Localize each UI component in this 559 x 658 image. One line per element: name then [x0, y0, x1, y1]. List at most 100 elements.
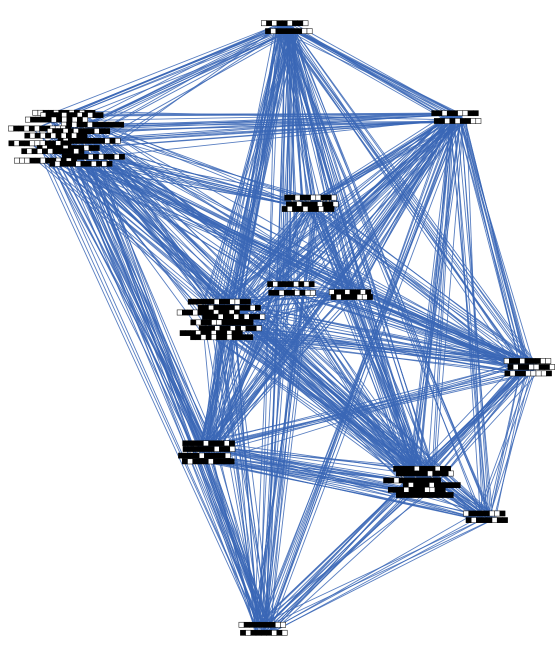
node-cell-empty [259, 313, 266, 320]
node-cell-filled [323, 206, 330, 212]
graph-node[interactable] [21, 148, 85, 155]
node-cell-empty [303, 281, 310, 287]
graph-edge [201, 459, 486, 522]
graph-node[interactable] [507, 364, 555, 370]
node-cell-filled [509, 358, 515, 364]
graph-node[interactable] [284, 194, 337, 201]
node-cell-filled [285, 28, 292, 34]
graph-node[interactable] [433, 118, 482, 124]
graph-node[interactable] [387, 486, 446, 493]
node-cell-filled [94, 138, 100, 144]
graph-node[interactable] [61, 153, 125, 160]
node-cell-filled [97, 112, 104, 118]
node-cell-filled [260, 629, 267, 636]
node-cell-filled [232, 319, 238, 326]
graph-node[interactable] [182, 458, 235, 465]
graph-node[interactable] [238, 621, 286, 628]
graph-node[interactable] [182, 446, 236, 452]
node-cell-filled [404, 477, 410, 484]
node-cell-filled [182, 440, 189, 447]
graph-node[interactable] [281, 206, 335, 212]
node-cell-filled [187, 446, 194, 452]
graph-node[interactable] [285, 201, 339, 208]
graph-node[interactable] [179, 330, 243, 336]
graph-node[interactable] [265, 28, 313, 34]
graph-node[interactable] [57, 138, 121, 144]
node-cell-filled [401, 470, 407, 477]
graph-node[interactable] [190, 334, 254, 341]
node-cell-filled [107, 121, 114, 128]
graph-node[interactable] [178, 452, 231, 459]
graph-node[interactable] [190, 319, 254, 326]
graph-node[interactable] [328, 289, 372, 296]
graph-node[interactable] [182, 440, 235, 447]
graph-node[interactable] [25, 116, 88, 123]
graph-node[interactable] [402, 482, 461, 488]
graph-node[interactable] [187, 298, 251, 305]
graph-node[interactable] [8, 140, 72, 147]
node-cell-filled [203, 298, 210, 305]
graph-node[interactable] [176, 309, 240, 316]
node-cell-empty [40, 157, 46, 164]
node-cell-filled [237, 334, 243, 341]
node-cell-filled [250, 325, 257, 332]
graph-node[interactable] [383, 477, 441, 484]
node-cell-filled [21, 148, 28, 155]
node-cell-empty [40, 132, 46, 139]
node-cell-filled [440, 465, 446, 472]
node-cell-filled [229, 440, 235, 447]
graph-node[interactable] [393, 465, 451, 472]
graph-edge [71, 110, 466, 121]
graph-edge [255, 112, 464, 633]
node-cell-filled [305, 194, 311, 201]
node-cell-filled [452, 110, 458, 117]
graph-edge [293, 32, 525, 374]
graph-node[interactable] [40, 112, 104, 118]
node-cell-filled [228, 458, 235, 465]
graph-node[interactable] [198, 325, 262, 332]
node-cell-filled [55, 132, 62, 139]
graph-node[interactable] [61, 121, 125, 128]
node-cell-filled [393, 465, 399, 472]
graph-node[interactable] [503, 358, 552, 364]
graph-edge [267, 111, 453, 627]
node-cell-filled [52, 148, 59, 155]
node-cell-filled [465, 517, 472, 523]
graph-edge [215, 459, 479, 515]
graph-node[interactable] [330, 294, 373, 300]
graph-edge [417, 114, 452, 473]
graph-node[interactable] [49, 160, 113, 167]
graph-node[interactable] [36, 145, 100, 151]
node-cell-empty [71, 116, 78, 123]
node-cell-empty [275, 621, 281, 628]
graph-node[interactable] [202, 313, 266, 320]
node-cell-filled [224, 325, 231, 332]
graph-node[interactable] [463, 510, 506, 517]
node-cell-filled [484, 510, 490, 517]
graph-node[interactable] [261, 20, 309, 27]
node-cell-empty [226, 334, 233, 341]
graph-node[interactable] [504, 370, 552, 377]
node-cell-empty [261, 20, 267, 27]
graph-node[interactable] [14, 157, 77, 164]
node-cell-empty [208, 304, 214, 311]
node-cell-filled [423, 482, 430, 488]
node-cell-filled [478, 510, 485, 517]
node-cell-filled [24, 140, 30, 147]
node-cell-empty [533, 364, 540, 370]
graph-node[interactable] [240, 629, 288, 636]
graph-node[interactable] [267, 281, 315, 287]
graph-node[interactable] [47, 128, 111, 134]
node-cell-filled [31, 148, 38, 155]
graph-node[interactable] [395, 492, 454, 498]
node-cell-empty [360, 289, 366, 296]
graph-node[interactable] [268, 289, 316, 296]
node-cell-empty [234, 304, 240, 311]
graph-node[interactable] [465, 517, 508, 523]
graph-node[interactable] [24, 132, 88, 139]
node-cell-filled [216, 334, 222, 341]
graph-node[interactable] [396, 470, 454, 477]
graph-node[interactable] [197, 304, 261, 311]
graph-node[interactable] [431, 110, 479, 117]
graph-edge [226, 306, 423, 469]
